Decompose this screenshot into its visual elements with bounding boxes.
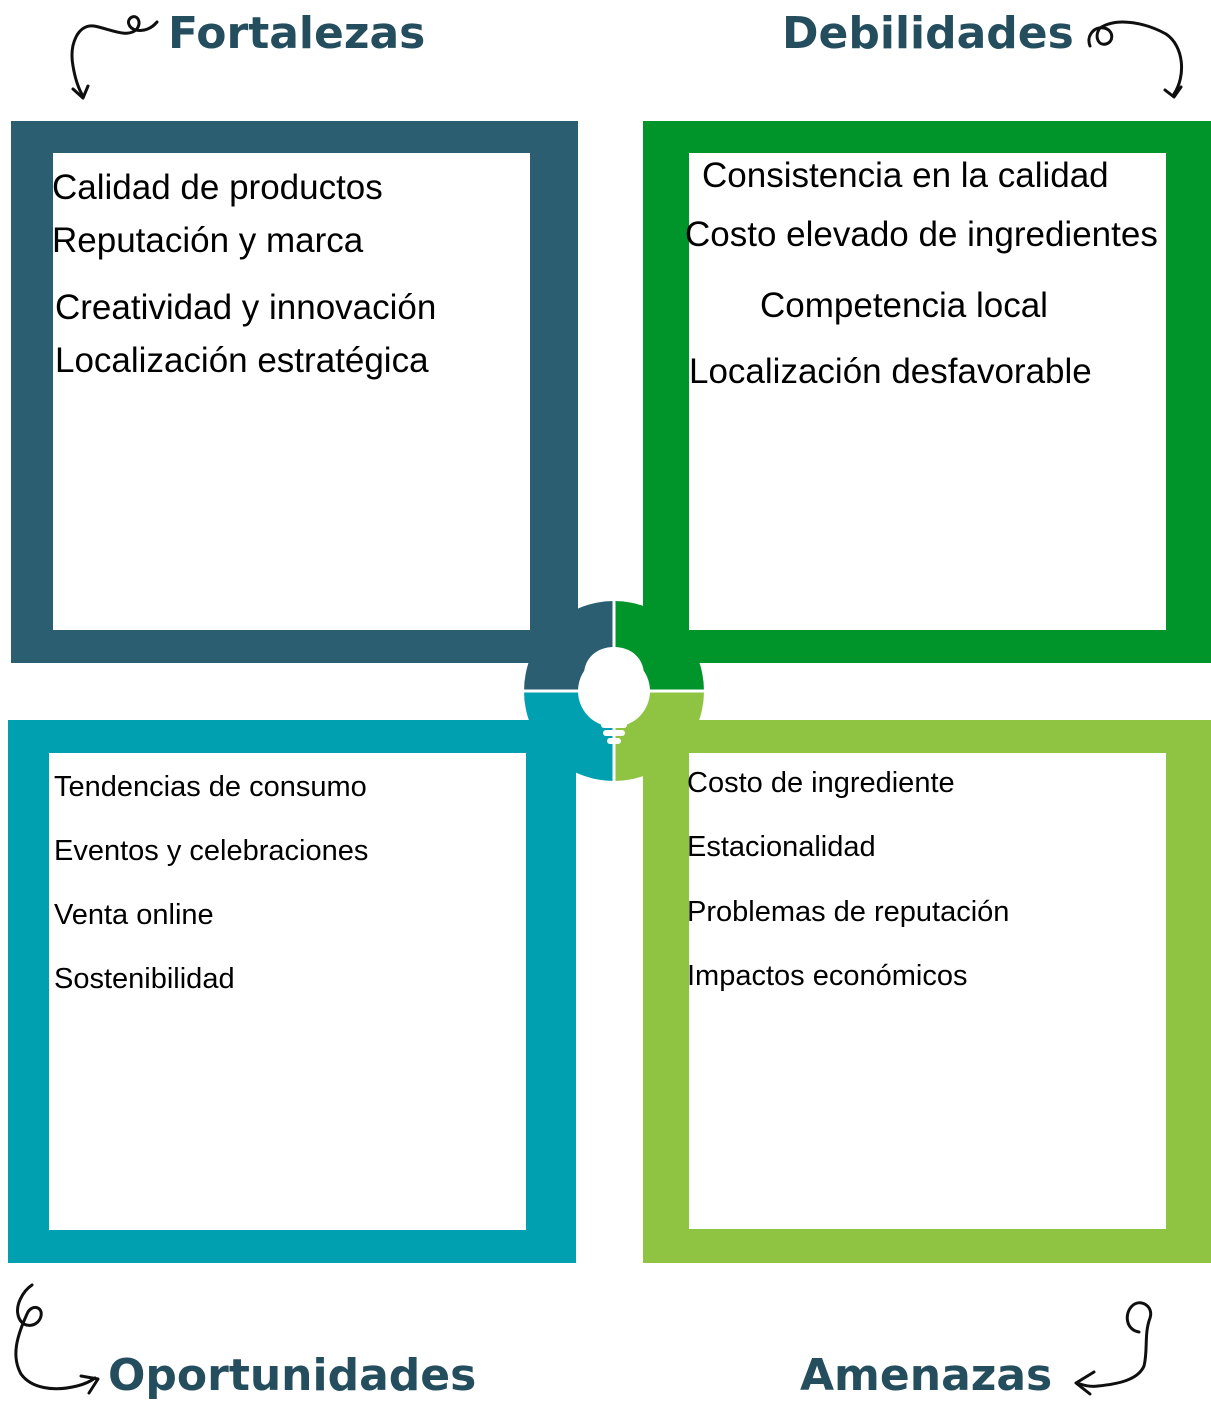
amenazas-item: Problemas de reputación — [687, 896, 1010, 928]
oportunidades-box — [8, 720, 576, 1263]
center-hub — [524, 601, 704, 781]
curly-arrow-icon — [70, 15, 159, 100]
amenazas-item: Impactos económicos — [687, 960, 968, 992]
amenazas-box — [643, 720, 1211, 1263]
oportunidades-item: Tendencias de consumo — [54, 771, 367, 803]
debilidades-box — [643, 121, 1211, 663]
curly-arrow-icon — [1087, 20, 1184, 99]
oportunidades-title: Oportunidades — [108, 1350, 477, 1401]
oportunidades-item: Sostenibilidad — [54, 963, 235, 995]
debilidades-item: Costo elevado de ingredientes — [685, 215, 1158, 254]
amenazas-title: Amenazas — [800, 1350, 1053, 1401]
fortalezas-item: Localización estratégica — [55, 341, 429, 380]
debilidades-item: Competencia local — [760, 286, 1048, 325]
oportunidades-item: Venta online — [54, 899, 214, 931]
lightbulb-icon — [584, 647, 644, 744]
curly-arrow-icon — [14, 1283, 100, 1395]
fortalezas-item: Calidad de productos — [52, 168, 383, 207]
fortalezas-title: Fortalezas — [168, 8, 426, 59]
debilidades-title: Debilidades — [782, 8, 1074, 59]
debilidades-item: Consistencia en la calidad — [702, 156, 1109, 195]
fortalezas-item: Creatividad y innovación — [55, 288, 437, 327]
fortalezas-item: Reputación y marca — [52, 221, 364, 260]
oportunidades-item: Eventos y celebraciones — [54, 835, 369, 867]
debilidades-item: Localización desfavorable — [689, 352, 1092, 391]
fortalezas-box — [11, 121, 578, 663]
curly-arrow-icon — [1074, 1301, 1153, 1396]
amenazas-item: Estacionalidad — [687, 831, 876, 863]
amenazas-item: Costo de ingrediente — [687, 767, 955, 799]
